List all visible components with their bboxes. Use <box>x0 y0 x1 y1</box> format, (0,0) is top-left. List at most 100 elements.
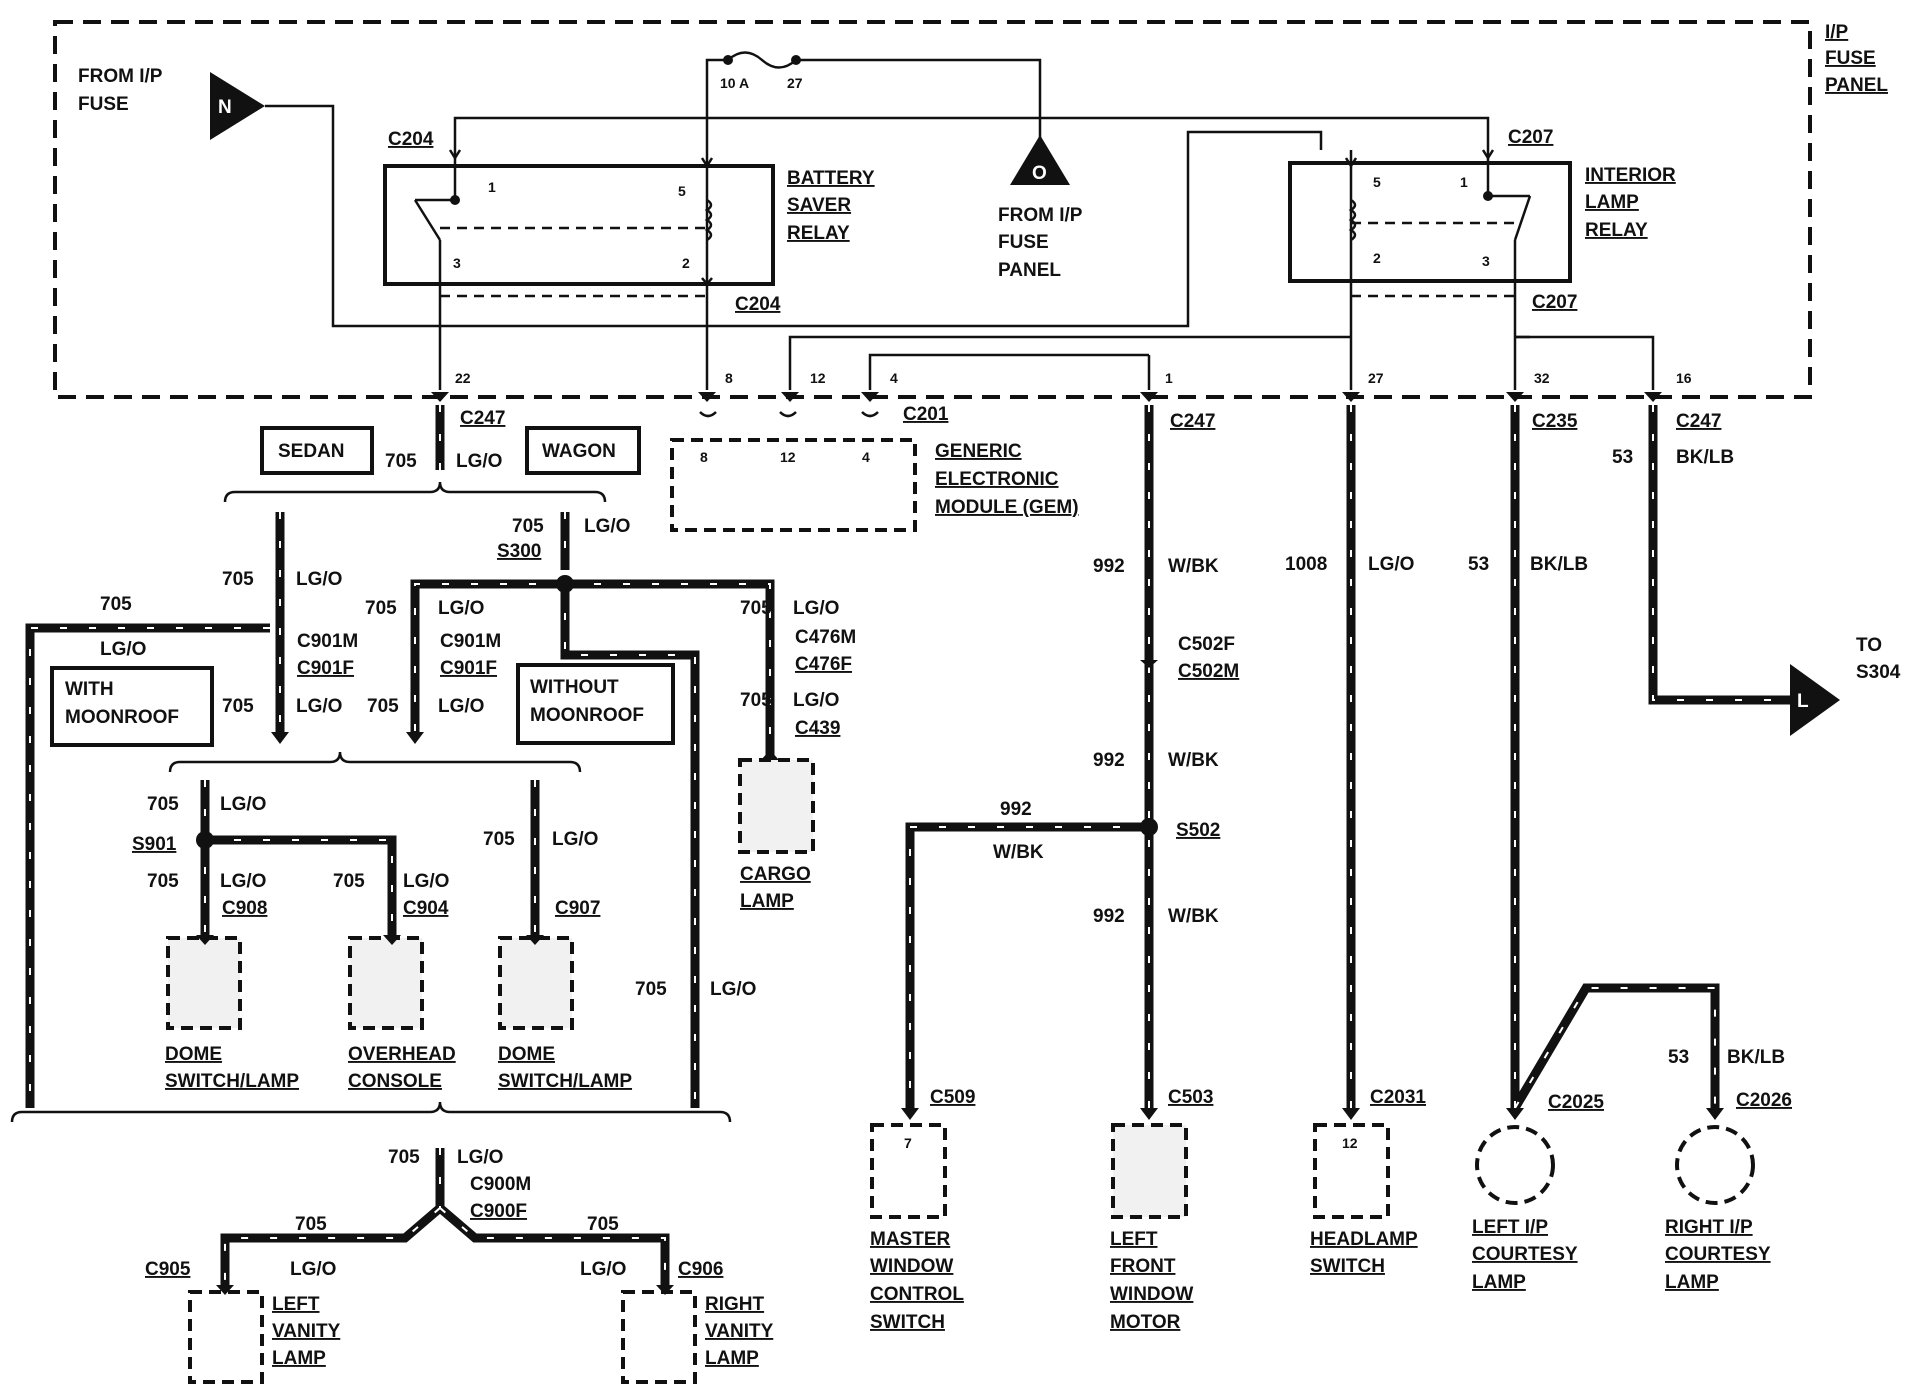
left-vanity-lamp <box>188 1290 264 1384</box>
c509-label: C509 <box>930 1087 975 1108</box>
bklb-b: BK/LB <box>1676 447 1734 468</box>
svg-text:PANEL: PANEL <box>998 260 1061 281</box>
svg-text:FUSE: FUSE <box>1825 48 1876 69</box>
svg-text:I/P: I/P <box>1825 22 1849 43</box>
c2025-label: C2025 <box>1548 1092 1604 1113</box>
panel-internal-wires <box>438 300 1655 390</box>
w992-b: 992 <box>1093 750 1125 771</box>
right-vanity-lamp-name: RIGHT VANITY LAMP <box>705 1294 774 1369</box>
w705-o: 705 <box>388 1147 420 1168</box>
c204-bottom-label: C204 <box>735 294 781 315</box>
c207-bottom-label: C207 <box>1532 292 1577 313</box>
battery-saver-relay-name: BATTERY SAVER RELAY <box>787 168 875 244</box>
fuse-panel-title: I/P FUSE PANEL <box>1825 22 1888 96</box>
c900m-label: C900M <box>470 1174 531 1195</box>
svg-text:WINDOW: WINDOW <box>870 1256 953 1277</box>
harness-wire-stripes <box>29 405 1790 1285</box>
svg-text:COURTESY: COURTESY <box>1472 1244 1578 1265</box>
c476m-label: C476M <box>795 627 856 648</box>
w705-n: 705 <box>635 979 667 1000</box>
with-moonroof-line2: MOONROOF <box>65 707 179 728</box>
svg-text:WINDOW: WINDOW <box>1110 1284 1193 1305</box>
with-moonroof-line1: WITH <box>65 679 114 700</box>
svg-text:GENERIC: GENERIC <box>935 441 1022 462</box>
svg-text:RIGHT: RIGHT <box>705 1294 765 1315</box>
svg-text:LAMP: LAMP <box>1665 1272 1719 1293</box>
svg-text:RELAY: RELAY <box>1585 220 1648 241</box>
wbk-a: W/BK <box>1168 556 1219 577</box>
sedan-wagon-brace <box>223 481 607 503</box>
svg-text:SWITCH: SWITCH <box>870 1312 945 1333</box>
svg-text:2: 2 <box>682 255 690 271</box>
svg-text:FRONT: FRONT <box>1110 1256 1176 1277</box>
svg-text:LAMP: LAMP <box>705 1348 759 1369</box>
left-ip-courtesy-lamp-name: LEFT I/P COURTESY LAMP <box>1472 1217 1578 1293</box>
lgo-m: LG/O <box>552 829 598 850</box>
wire-fuse-in <box>705 58 1490 150</box>
master-window-control-switch-name: MASTER WINDOW CONTROL SWITCH <box>870 1229 964 1333</box>
svg-text:DOME: DOME <box>498 1044 555 1065</box>
right-ip-courtesy-lamp <box>1675 1125 1755 1205</box>
svg-text:LAMP: LAMP <box>740 891 794 912</box>
c901f-left-label: C901F <box>297 658 354 679</box>
svg-text:4: 4 <box>890 370 898 386</box>
lgo-k: LG/O <box>220 871 266 892</box>
svg-text:FROM I/P: FROM I/P <box>78 66 163 87</box>
svg-text:VANITY: VANITY <box>705 1321 774 1342</box>
wbk-d: W/BK <box>1168 906 1219 927</box>
cargo-lamp <box>738 758 815 854</box>
c907-label: C907 <box>555 898 600 919</box>
c503-label: C503 <box>1168 1087 1213 1108</box>
interior-lamp-relay: 5 1 2 3 <box>1288 149 1572 300</box>
w705-k: 705 <box>147 871 179 892</box>
svg-text:MASTER: MASTER <box>870 1229 951 1250</box>
w53-a: 53 <box>1468 554 1489 575</box>
from-ip-fuse-panel-label: FROM I/P FUSE PANEL <box>998 205 1083 281</box>
svg-text:1: 1 <box>1460 174 1468 190</box>
connector-tag-l <box>1790 664 1840 736</box>
svg-text:8: 8 <box>700 449 708 465</box>
svg-text:LAMP: LAMP <box>1585 192 1639 213</box>
svg-text:BATTERY: BATTERY <box>787 168 875 189</box>
c901m-right-label: C901M <box>440 631 501 652</box>
svg-text:INTERIOR: INTERIOR <box>1585 165 1676 186</box>
w53-b: 53 <box>1612 447 1633 468</box>
wagon-box <box>525 426 641 475</box>
w992-c: 992 <box>1000 799 1032 820</box>
svg-text:2: 2 <box>1373 250 1381 266</box>
sedan-label: SEDAN <box>278 441 345 462</box>
master-window-control-switch <box>870 1123 947 1219</box>
c247-right-label: C247 <box>1676 411 1721 432</box>
c2031-label: C2031 <box>1370 1087 1426 1108</box>
tag-l-label: L <box>1797 691 1809 712</box>
svg-text:4: 4 <box>862 449 870 465</box>
svg-text:27: 27 <box>1368 370 1384 386</box>
svg-text:16: 16 <box>1676 370 1692 386</box>
w705-i: 705 <box>740 690 772 711</box>
without-moonroof-line2: MOONROOF <box>530 705 644 726</box>
dome-switch-lamp-moonroof <box>166 936 242 1030</box>
wire-c204-top <box>453 116 707 150</box>
wbk-c: W/BK <box>993 842 1044 863</box>
w705-p: 705 <box>295 1214 327 1235</box>
w705-m: 705 <box>483 829 515 850</box>
splice-s300 <box>556 575 574 593</box>
svg-text:27: 27 <box>787 75 803 91</box>
s901-label: S901 <box>132 834 177 855</box>
right-ip-courtesy-lamp-name: RIGHT I/P COURTESY LAMP <box>1665 1217 1771 1293</box>
overhead-console-name: OVERHEAD CONSOLE <box>348 1044 456 1092</box>
lgo-c: LG/O <box>296 569 342 590</box>
headlamp-switch <box>1313 1123 1390 1219</box>
lgo-g: LG/O <box>296 696 342 717</box>
svg-text:COURTESY: COURTESY <box>1665 1244 1771 1265</box>
c901f-right-label: C901F <box>440 658 497 679</box>
svg-text:SWITCH: SWITCH <box>1310 1256 1385 1277</box>
lgo-a: LG/O <box>456 451 502 472</box>
w992-d: 992 <box>1093 906 1125 927</box>
svg-text:MODULE (GEM): MODULE (GEM) <box>935 497 1079 518</box>
lgo-f: LG/O <box>793 598 839 619</box>
svg-text:LAMP: LAMP <box>272 1348 326 1369</box>
splice-s502 <box>1140 818 1158 836</box>
c905-label: C905 <box>145 1259 191 1280</box>
